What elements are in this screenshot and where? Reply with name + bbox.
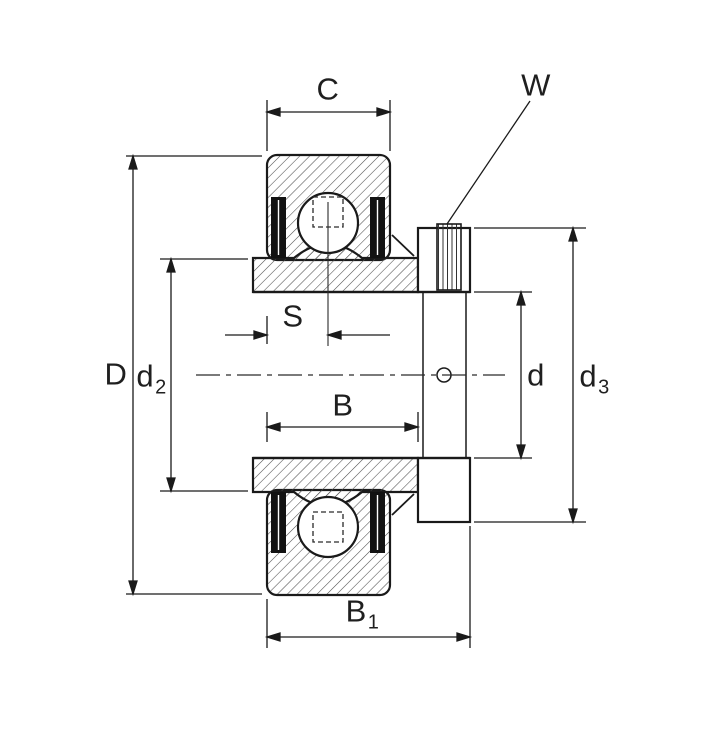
cage-pocket-bottom xyxy=(312,511,344,543)
seals xyxy=(271,197,385,553)
dim-C xyxy=(264,100,393,151)
dim-label-S: S xyxy=(282,298,304,334)
dim-B1 xyxy=(264,526,473,648)
dim-label-C: C xyxy=(316,71,340,107)
set-screw xyxy=(436,223,462,291)
dim-label-d: d xyxy=(527,357,545,393)
dim-label-d2: d2 xyxy=(136,358,167,399)
collar-step-edge xyxy=(391,234,415,257)
dim-d xyxy=(474,289,532,461)
dim-W-leader xyxy=(446,100,531,225)
ball-bottom xyxy=(296,495,360,559)
centerlines xyxy=(196,202,505,376)
dim-d2 xyxy=(160,256,248,494)
dim-label-B: B xyxy=(332,387,354,423)
dim-label-D: D xyxy=(104,356,128,392)
dim-label-W: W xyxy=(521,67,551,103)
dim-label-B1: B1 xyxy=(345,593,380,634)
dim-B xyxy=(264,412,421,442)
dim-d3 xyxy=(474,225,586,525)
dimension-lines xyxy=(126,100,586,648)
dim-label-d3: d3 xyxy=(579,358,610,399)
dim-D xyxy=(126,153,262,597)
collar-step-edge xyxy=(391,493,415,516)
dim-S xyxy=(225,316,390,344)
